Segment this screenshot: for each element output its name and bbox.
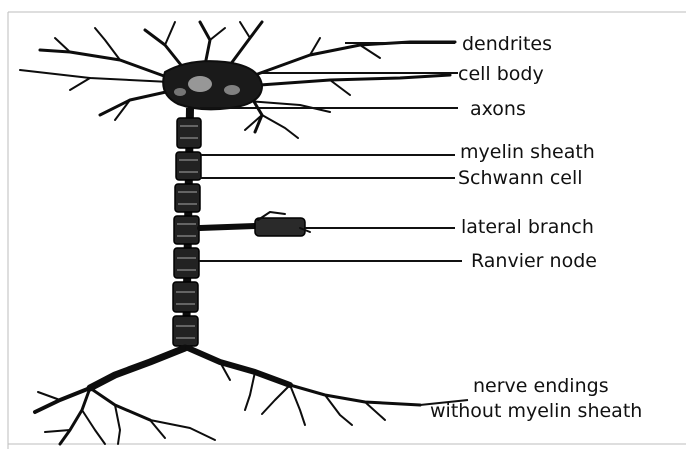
lateral-branch-drawing	[200, 212, 310, 236]
label-myelin-sheath: myelin sheath	[460, 141, 595, 163]
label-ranvier-node: Ranvier node	[471, 250, 597, 272]
label-dendrites: dendrites	[462, 33, 552, 55]
axon-drawing	[173, 108, 201, 350]
cell-body-drawing	[163, 61, 262, 109]
label-nerve-endings-line1: nerve endings	[473, 375, 609, 397]
label-schwann-cell: Schwann cell	[458, 167, 583, 189]
label-axons: axons	[470, 98, 526, 120]
nerve-endings-drawing	[35, 348, 420, 444]
label-lateral-branch: lateral branch	[461, 216, 594, 238]
label-cell-body: cell body	[458, 63, 544, 85]
label-nerve-endings-line2: without myelin sheath	[430, 400, 642, 422]
